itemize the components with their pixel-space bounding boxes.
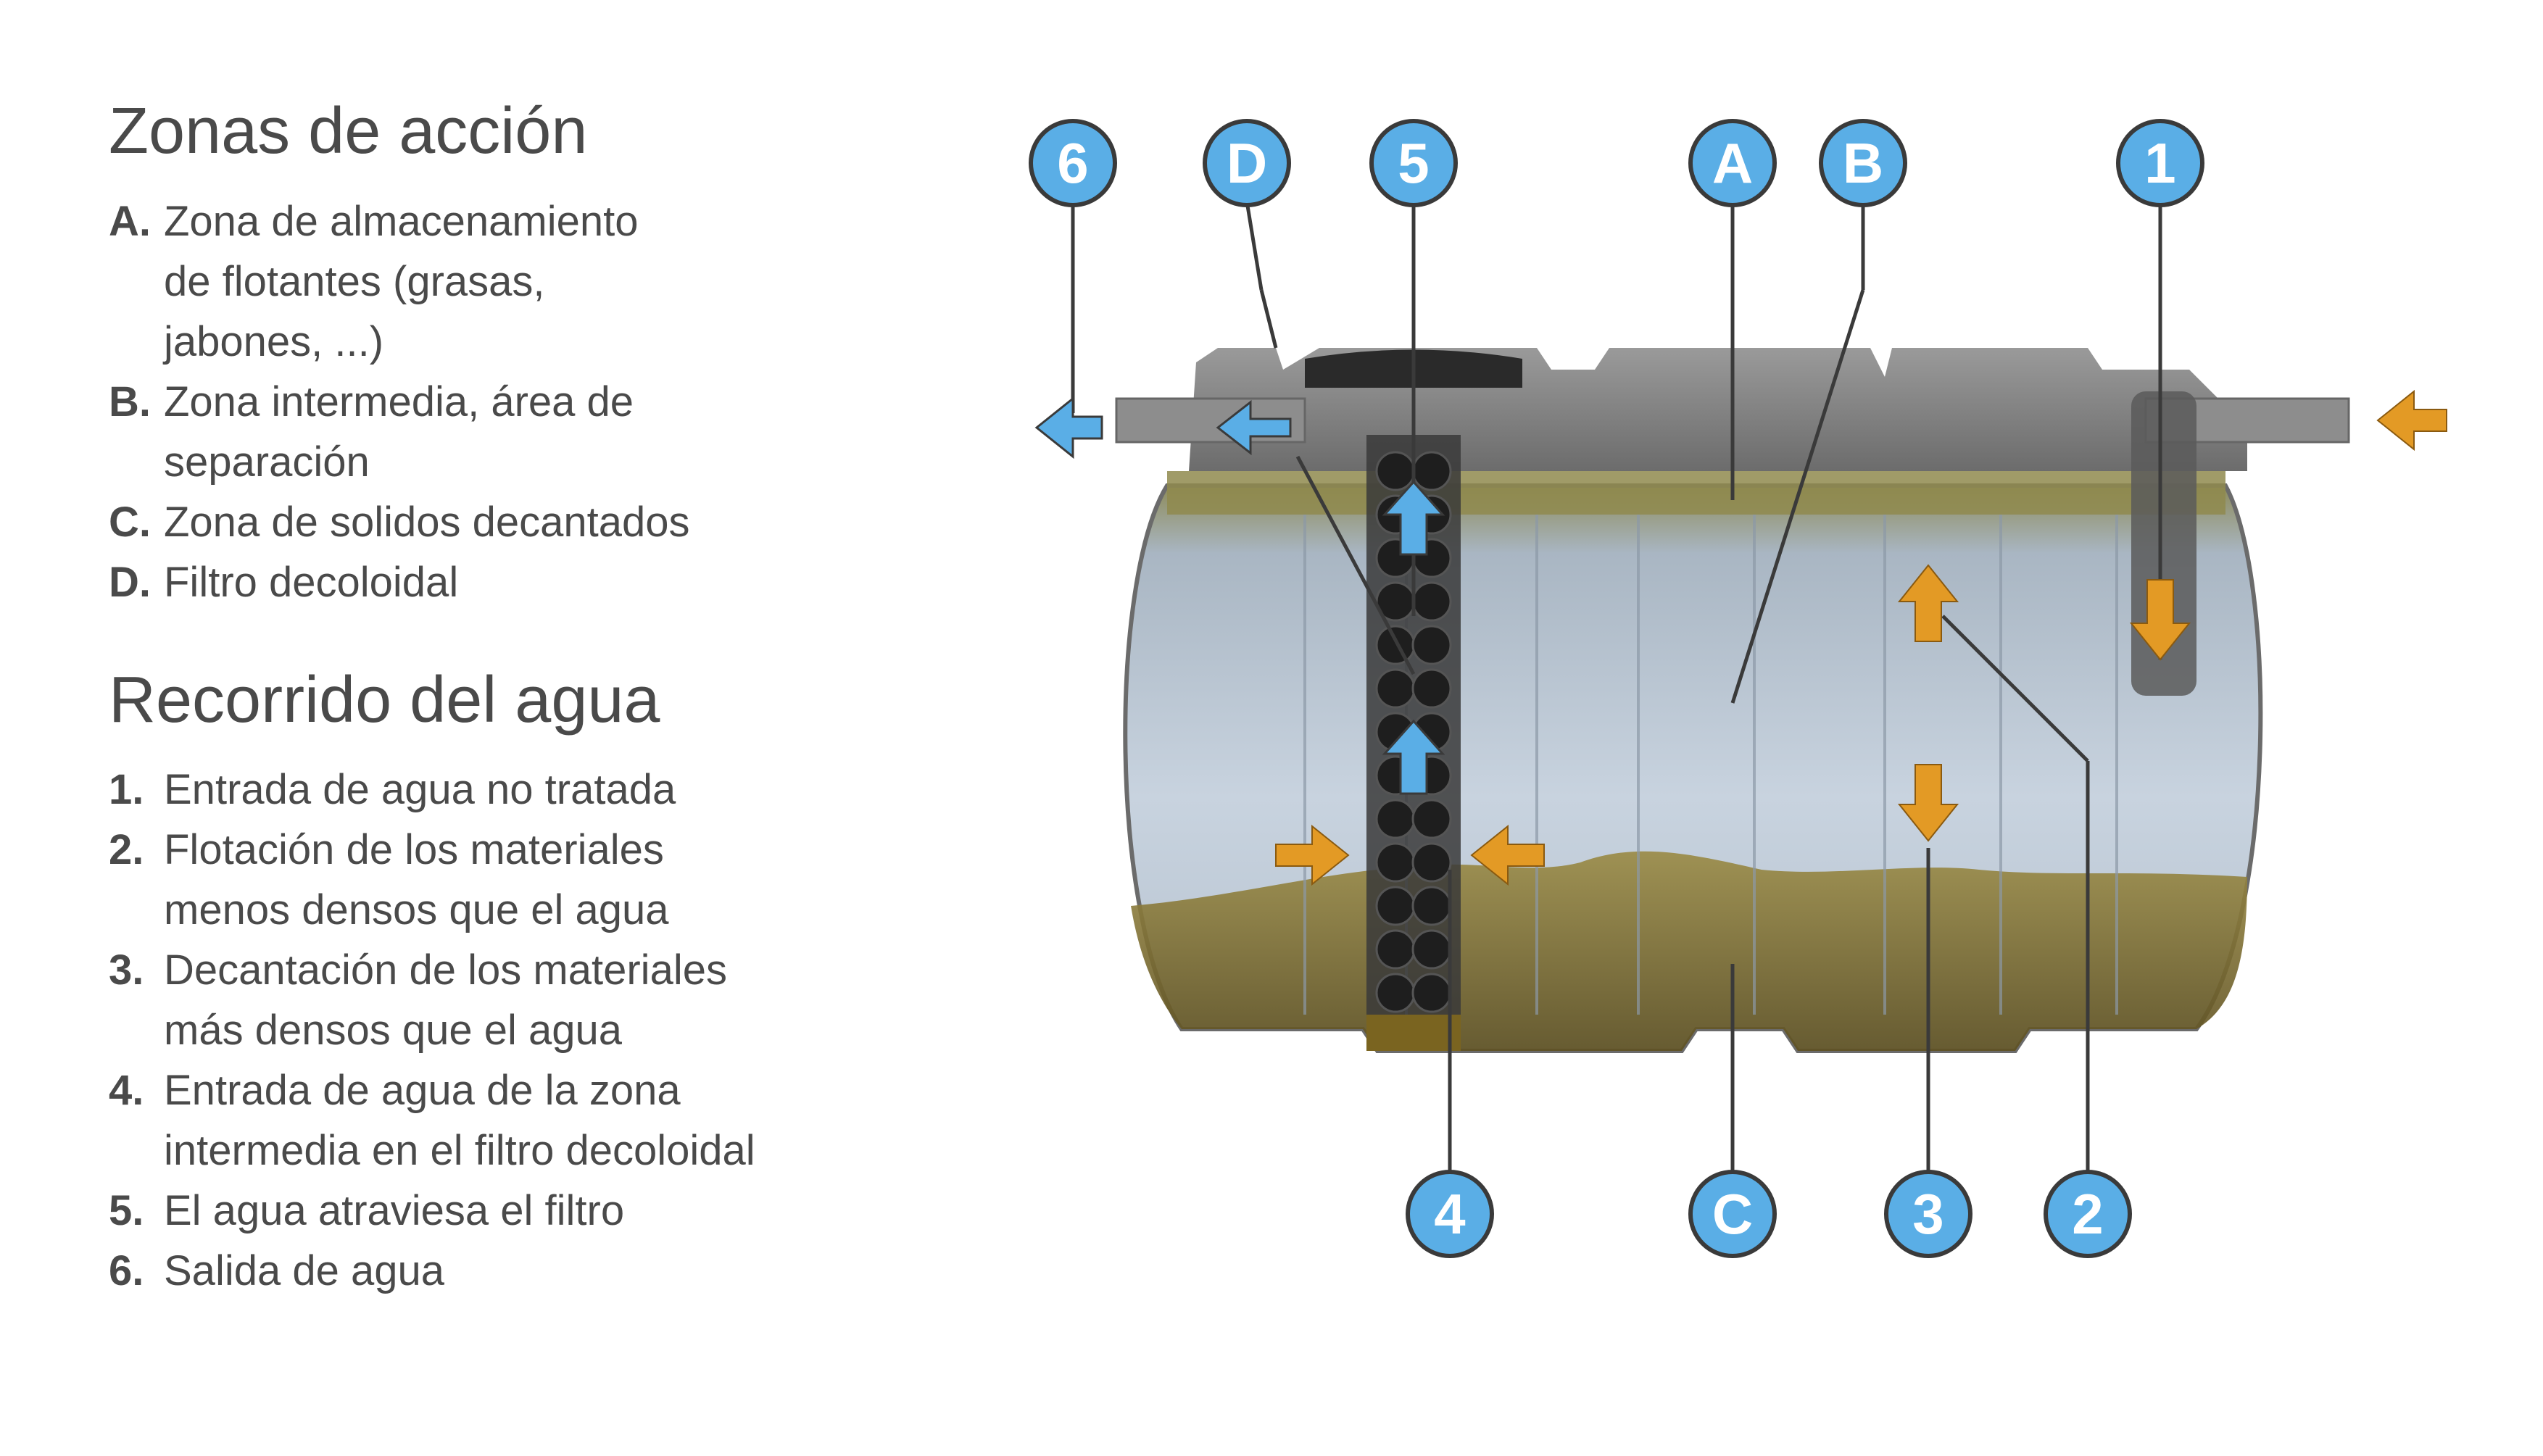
marker-label: 4 xyxy=(1434,1182,1465,1246)
marker-5: 5 xyxy=(1369,119,1458,207)
zone-item-c: C. Zona de solidos decantados xyxy=(109,492,906,552)
flow-item-5: 5. El agua atraviesa el filtro xyxy=(109,1181,906,1241)
flow-title: Recorrido del agua xyxy=(109,663,660,736)
right-arrow-icon xyxy=(1275,824,1350,886)
zone-item-b: B. Zona intermedia, área de separación xyxy=(109,372,906,492)
marker-3: 3 xyxy=(1884,1170,1972,1258)
flow-key: 3. xyxy=(109,947,144,994)
zones-list: A. Zona de almacenamiento de flotantes (… xyxy=(109,191,906,612)
outlet-arrow-icon xyxy=(1034,396,1103,459)
flow-text: Salida de agua xyxy=(164,1247,444,1294)
marker-label: 3 xyxy=(1912,1182,1943,1246)
flow-text: Decantación de los materiales más densos… xyxy=(164,947,727,1054)
marker-label: 1 xyxy=(2144,131,2175,195)
zone-key: D. xyxy=(109,558,151,606)
marker-label: D xyxy=(1227,131,1267,195)
blue-arrows xyxy=(1034,396,1445,795)
down-arrow-icon xyxy=(1897,764,1959,842)
zone-key: B. xyxy=(109,378,151,425)
marker-label: B xyxy=(1843,131,1883,195)
up-arrow-icon xyxy=(1382,719,1445,795)
flow-text: El agua atraviesa el filtro xyxy=(164,1187,625,1234)
marker-4: 4 xyxy=(1406,1170,1494,1258)
zone-text: Zona intermedia, área de separación xyxy=(164,378,634,486)
flow-text: Entrada de agua no tratada xyxy=(164,766,676,813)
marker-label: 5 xyxy=(1398,131,1429,195)
outlet-inner-arrow-icon xyxy=(1216,399,1292,456)
sludge-layer xyxy=(1131,851,2247,1051)
orange-arrows xyxy=(1275,389,2447,886)
flow-item-4: 4. Entrada de agua de la zona intermedia… xyxy=(109,1060,906,1181)
zone-text: Zona de almacenamiento de flotantes (gra… xyxy=(164,197,639,365)
down-arrow-icon xyxy=(2129,579,2191,661)
zone-item-d: D. Filtro decoloidal xyxy=(109,552,906,612)
marker-label: A xyxy=(1712,131,1753,195)
zone-item-a: A. Zona de almacenamiento de flotantes (… xyxy=(109,191,906,372)
zone-key: C. xyxy=(109,498,151,546)
marker-2: 2 xyxy=(2044,1170,2132,1258)
flow-text: Entrada de agua de la zona intermedia en… xyxy=(164,1067,755,1174)
flow-list: 1. Entrada de agua no tratada 2. Flotaci… xyxy=(109,760,906,1301)
legend-panel: Zonas de acción A. Zona de almacenamient… xyxy=(109,94,906,1301)
marker-label: 2 xyxy=(2072,1182,2103,1246)
marker-c: C xyxy=(1688,1170,1777,1258)
flow-item-2: 2. Flotación de los materiales menos den… xyxy=(109,820,906,940)
inlet-arrow-icon xyxy=(2376,389,2447,452)
tank-svg: 6 D 5 A B 1 4 C xyxy=(1029,119,2447,1258)
flow-item-3: 3. Decantación de los materiales más den… xyxy=(109,940,906,1060)
marker-a: A xyxy=(1688,119,1777,207)
zone-text: Filtro decoloidal xyxy=(164,558,459,606)
flow-key: 2. xyxy=(109,826,144,873)
zones-title: Zonas de acción xyxy=(109,95,588,167)
marker-label: 6 xyxy=(1057,131,1088,195)
marker-6: 6 xyxy=(1029,119,1117,207)
zone-key: A. xyxy=(109,197,151,245)
marker-label: C xyxy=(1712,1182,1753,1246)
left-arrow-icon xyxy=(1470,824,1545,886)
flow-item-1: 1. Entrada de agua no tratada xyxy=(109,760,906,820)
flow-key: 5. xyxy=(109,1187,144,1234)
up-arrow-icon xyxy=(1382,480,1445,556)
flow-key: 4. xyxy=(109,1067,144,1114)
marker-1: 1 xyxy=(2116,119,2204,207)
flow-key: 1. xyxy=(109,766,144,813)
marker-d: D xyxy=(1203,119,1291,207)
up-arrow-icon xyxy=(1897,564,1959,642)
floatant-layer xyxy=(1167,471,2225,515)
tank-diagram: 6 D 5 A B 1 4 C xyxy=(1000,109,2450,1268)
flow-item-6: 6. Salida de agua xyxy=(109,1241,906,1301)
flow-text: Flotación de los materiales menos densos… xyxy=(164,826,669,933)
zone-text: Zona de solidos decantados xyxy=(164,498,690,546)
flow-key: 6. xyxy=(109,1247,144,1294)
marker-b: B xyxy=(1819,119,1907,207)
